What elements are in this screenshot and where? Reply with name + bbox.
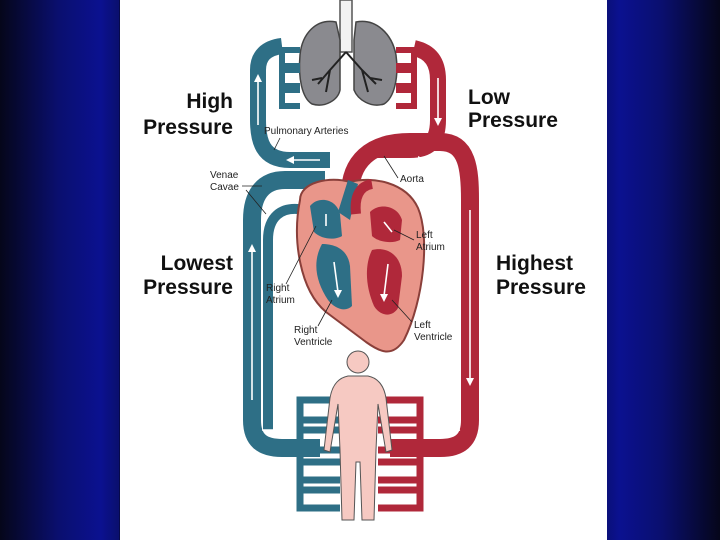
- svg-text:Pressure: Pressure: [468, 109, 558, 132]
- body-capillaries-right: [378, 396, 424, 512]
- venae-cavae-vessel: [243, 171, 325, 457]
- svg-text:Pressure: Pressure: [143, 276, 233, 299]
- svg-text:Cavae: Cavae: [210, 182, 239, 193]
- svg-text:Lowest: Lowest: [161, 252, 233, 275]
- svg-text:High: High: [186, 90, 233, 113]
- diagram-panel: High Pressure Low Pressure Lowest Pressu…: [120, 0, 607, 540]
- circulatory-diagram: High Pressure Low Pressure Lowest Pressu…: [143, 0, 586, 521]
- lungs: [279, 0, 417, 109]
- lung-capillaries-right: [396, 47, 417, 109]
- label-left-ventricle: Left Ventricle: [414, 320, 453, 343]
- svg-text:Venae: Venae: [210, 170, 239, 181]
- label-low-pressure: Low Pressure: [468, 86, 558, 132]
- svg-text:Atrium: Atrium: [416, 242, 445, 253]
- heart: [296, 178, 426, 353]
- body-capillaries-left: [296, 396, 340, 512]
- aorta-vessel: [340, 133, 479, 457]
- svg-text:Pressure: Pressure: [143, 116, 233, 139]
- svg-text:Ventricle: Ventricle: [294, 337, 333, 348]
- svg-text:Right: Right: [294, 325, 318, 336]
- svg-text:Pressure: Pressure: [496, 276, 586, 299]
- svg-text:Low: Low: [468, 86, 511, 109]
- human-figure: [323, 350, 393, 521]
- svg-text:Left: Left: [414, 320, 431, 331]
- svg-text:Left: Left: [416, 230, 433, 241]
- pulmonary-arteries-vessel: [250, 38, 330, 168]
- label-aorta: Aorta: [400, 174, 424, 185]
- label-right-atrium: Right Atrium: [266, 283, 295, 306]
- right-ventricle-chamber: [316, 244, 352, 310]
- lung-capillaries-left: [279, 47, 300, 109]
- label-left-atrium: Left Atrium: [416, 230, 445, 253]
- label-highest-pressure: Highest Pressure: [496, 252, 586, 299]
- svg-text:Atrium: Atrium: [266, 295, 295, 306]
- svg-text:Highest: Highest: [496, 252, 573, 275]
- label-venae-cavae: Venae Cavae: [210, 170, 239, 193]
- label-pulmonary-arteries: Pulmonary Arteries: [264, 126, 348, 137]
- svg-text:Right: Right: [266, 283, 290, 294]
- svg-text:Ventricle: Ventricle: [414, 332, 453, 343]
- label-lowest-pressure: Lowest Pressure: [143, 252, 233, 299]
- left-ventricle-chamber: [366, 249, 402, 315]
- label-high-pressure: High Pressure: [143, 90, 233, 139]
- label-right-ventricle: Right Ventricle: [294, 325, 333, 348]
